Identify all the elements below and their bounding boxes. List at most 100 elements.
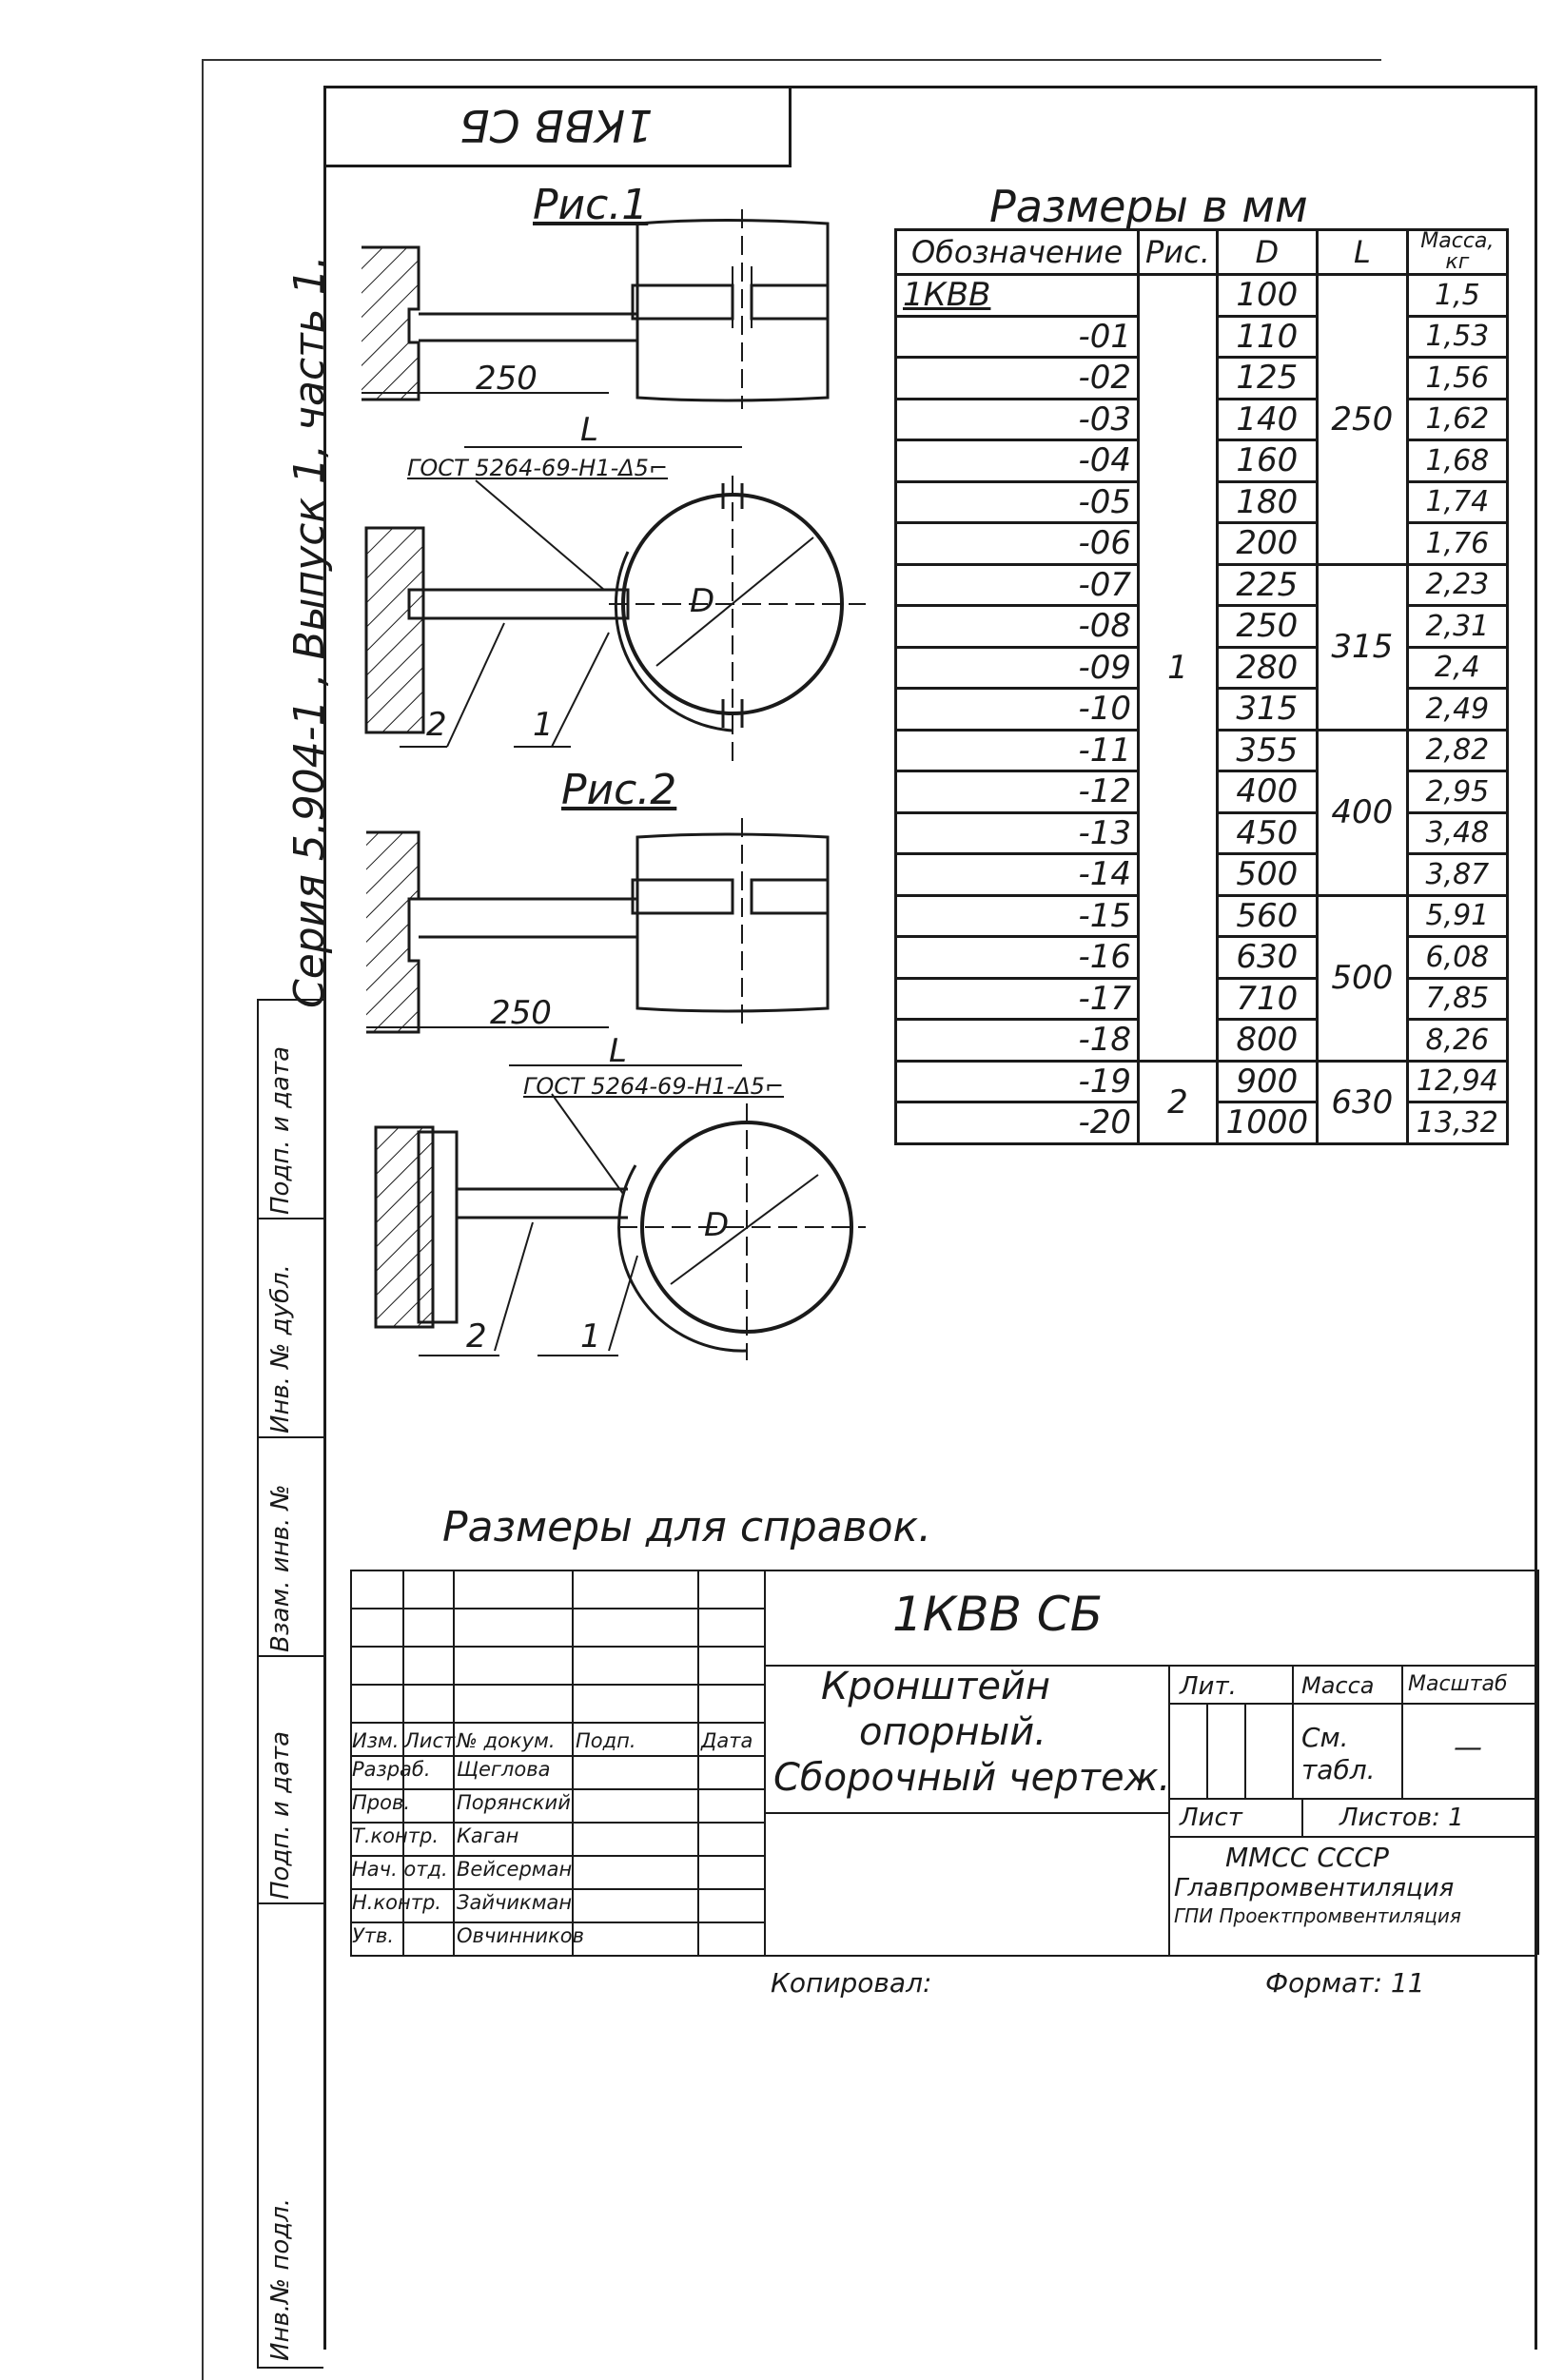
table-row: -01 110 1,53 (894, 314, 1509, 359)
cell-designation: -04 (894, 439, 1140, 483)
fig1-pos-1: 1 (533, 706, 554, 744)
cell-mass: 3,87 (1405, 852, 1509, 897)
cell-mass: 6,08 (1405, 935, 1509, 980)
tb-role: Нач. отд. (352, 1858, 448, 1881)
cell-d: 200 (1215, 521, 1319, 566)
fig2-dim-D: D (704, 1206, 730, 1244)
cell-d: 125 (1215, 356, 1319, 400)
cell-mass: 2,49 (1405, 687, 1509, 732)
cell-designation: -08 (894, 604, 1140, 649)
tb-role: Пров. (352, 1791, 411, 1814)
header-mass: Масса, кг (1405, 228, 1509, 276)
cell-l-group: 630 (1315, 1059, 1409, 1145)
fig2-pos-2: 2 (466, 1317, 487, 1356)
cell-designation: -20 (894, 1101, 1140, 1145)
cell-designation: -15 (894, 893, 1140, 938)
tb-person-name: Зайчикман (457, 1891, 573, 1914)
tb-name-1: Кронштейн (821, 1665, 1051, 1708)
cell-d: 355 (1215, 728, 1319, 772)
sheet-left-edge (202, 59, 204, 2380)
tb-sheets: Листов: 1 (1339, 1804, 1464, 1832)
strip-cell-sign-date-2: Подп. и дата (259, 1657, 325, 1904)
fig2-dim-250: 250 (490, 994, 552, 1032)
cell-d: 110 (1215, 314, 1319, 359)
cell-d: 800 (1215, 1018, 1319, 1063)
table-title: Размеры в мм (989, 181, 1308, 232)
table-row: -06 200 1,76 (894, 521, 1509, 566)
tb-col-doc: № докум. (457, 1729, 556, 1752)
cell-designation: -09 (894, 645, 1140, 690)
footer-format: Формат: 11 (1265, 1967, 1425, 1999)
cell-d: 160 (1215, 439, 1319, 483)
cell-mass: 13,32 (1405, 1101, 1509, 1145)
cell-mass: 2,23 (1405, 562, 1509, 607)
table-row: -10 315 2,49 (894, 687, 1509, 732)
cell-mass: 1,53 (1405, 314, 1509, 359)
tb-mass: Масса (1301, 1672, 1375, 1699)
strip-cell-dup: Инв. № дубл. (259, 1219, 325, 1438)
cell-figure-group: 2 (1137, 1059, 1219, 1145)
table-row: -08 250 2,31 (894, 604, 1509, 649)
cell-mass: 1,5 (1405, 273, 1509, 318)
cell-designation: -10 (894, 687, 1140, 732)
figures-drawing (362, 209, 866, 1360)
cell-mass: 2,4 (1405, 645, 1509, 690)
cell-mass: 1,56 (1405, 356, 1509, 400)
cell-designation: -07 (894, 562, 1140, 607)
tb-sheet: Лист (1180, 1804, 1242, 1832)
reference-note: Размеры для справок. (442, 1503, 932, 1551)
fig1-top-view (362, 209, 830, 448)
cell-d: 280 (1215, 645, 1319, 690)
cell-designation: -02 (894, 356, 1140, 400)
cell-designation: -18 (894, 1018, 1140, 1063)
cell-mass: 7,85 (1405, 976, 1509, 1021)
tb-col-sign: Подп. (576, 1729, 636, 1752)
tb-person-name: Овчинников (457, 1924, 584, 1947)
fig1-dim-D: D (690, 582, 715, 620)
tb-lit: Лит. (1180, 1672, 1237, 1701)
fig2-dim-L: L (609, 1032, 627, 1070)
cell-designation: -01 (894, 314, 1140, 359)
fig2-front-view (374, 1093, 866, 1360)
strip-cell-replace: Взам. инв. № (259, 1438, 325, 1657)
cell-designation: 1КВВ (894, 273, 1140, 318)
cell-d: 315 (1215, 687, 1319, 732)
cell-designation: -05 (894, 479, 1140, 524)
cell-designation: -06 (894, 521, 1140, 566)
cell-d: 560 (1215, 893, 1319, 938)
header-designation: Обозначение (894, 228, 1140, 276)
cell-d: 900 (1215, 1059, 1319, 1103)
cell-d: 180 (1215, 479, 1319, 524)
cell-d: 630 (1215, 935, 1319, 980)
fig2-pos-1: 1 (580, 1317, 601, 1356)
cell-mass: 2,31 (1405, 604, 1509, 649)
cell-mass: 1,76 (1405, 521, 1509, 566)
cell-designation: -17 (894, 976, 1140, 1021)
cell-d: 250 (1215, 604, 1319, 649)
cell-mass: 1,62 (1405, 397, 1509, 441)
fig1-dim-L: L (580, 411, 598, 449)
tb-scale: Масштаб (1408, 1672, 1508, 1696)
cell-l-group: 400 (1315, 728, 1409, 897)
strip-cell-sign-date: Подп. и дата (259, 1001, 325, 1219)
tb-role: Утв. (352, 1924, 395, 1947)
tb-person-name: Каган (457, 1824, 519, 1847)
strip-label: Инв.№ подл. (266, 2197, 295, 2361)
table-row: -09 280 2,4 (894, 645, 1509, 690)
table-header-row: Обозначение Рис. D L Масса, кг (894, 228, 1509, 276)
cell-l-group: 250 (1315, 273, 1409, 566)
header-figure: Рис. (1137, 228, 1219, 276)
cell-designation: -13 (894, 810, 1140, 855)
cell-d: 400 (1215, 770, 1319, 814)
fig2-gost: ГОСТ 5264-69-Н1-Δ5⌐ (523, 1073, 785, 1100)
sheet-top-edge (202, 59, 1381, 61)
